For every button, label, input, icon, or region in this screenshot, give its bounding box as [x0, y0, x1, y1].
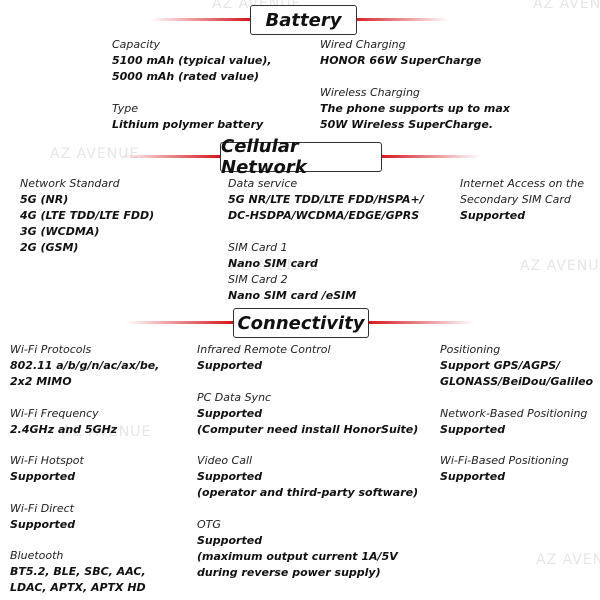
spec-value: The phone supports up to max — [320, 102, 510, 115]
spec-label: Type — [112, 102, 139, 115]
spec-value: during reverse power supply) — [197, 566, 381, 579]
section-title: Cellular Network — [221, 136, 307, 178]
spec-label: Secondary SIM Card — [460, 193, 571, 206]
header-rule-left — [125, 321, 233, 324]
spec-value: 2G (GSM) — [20, 241, 79, 254]
battery-type: Type Lithium polymer battery — [112, 101, 263, 133]
watermark: AZ AVENUE — [230, 258, 320, 274]
battery-section-header: Battery — [0, 2, 600, 38]
header-title-box: Battery — [250, 5, 357, 35]
spec-value: (Computer need install HonorSuite) — [197, 423, 419, 436]
watermark: AZ AVENUE — [62, 424, 152, 440]
watermark: AZ AVENUE — [536, 552, 600, 568]
header-rule-left — [120, 155, 220, 158]
spec-value: GLONASS/BeiDou/Galileo — [440, 375, 594, 388]
spec-value: LDAC, APTX, APTX HD — [10, 581, 146, 594]
spec-label: Video Call — [197, 454, 253, 467]
infrared-remote-control: Infrared Remote Control Supported — [197, 342, 331, 374]
spec-value: Supported — [197, 534, 263, 547]
spec-value: Support GPS/AGPS/ — [440, 359, 561, 372]
header-rule-right — [350, 18, 450, 21]
bluetooth: Bluetooth BT5.2, BLE, SBC, AAC, LDAC, AP… — [10, 548, 146, 596]
spec-value: Lithium polymer battery — [112, 118, 264, 131]
positioning: Positioning Support GPS/AGPS/ GLONASS/Be… — [440, 342, 593, 390]
battery-wired-charging: Wired Charging HONOR 66W SuperCharge — [320, 37, 481, 69]
header-title-box: Cellular Network — [220, 136, 382, 178]
spec-value: Supported — [197, 407, 263, 420]
spec-label: Wireless Charging — [320, 86, 420, 99]
spec-label: Wi-Fi Protocols — [10, 343, 92, 356]
header-rule-left — [150, 18, 250, 21]
spec-value: 5G NR/LTE TDD/LTE FDD/HSPA+/ — [228, 193, 424, 206]
spec-value: Supported — [440, 470, 506, 483]
spec-label: Wi-Fi Frequency — [10, 407, 99, 420]
spec-value: BT5.2, BLE, SBC, AAC, — [10, 565, 146, 578]
header-rule-right — [367, 321, 475, 324]
spec-label: Network-Based Positioning — [440, 407, 588, 420]
spec-value: Nano SIM card /eSIM — [228, 289, 357, 302]
spec-label: Network Standard — [20, 177, 120, 190]
spec-value: 5100 mAh (typical value), — [112, 54, 272, 67]
watermark: AZ AVENUE — [50, 146, 140, 162]
connectivity-section-header: Connectivity — [0, 305, 600, 341]
cellular-data-service: Data service 5G NR/LTE TDD/LTE FDD/HSPA+… — [228, 176, 424, 224]
spec-value: Supported — [460, 209, 526, 222]
wifi-frequency: Wi-Fi Frequency 2.4GHz and 5GHz — [10, 406, 117, 438]
watermark: AZ AVENUE — [533, 0, 600, 12]
spec-label: SIM Card 2 — [228, 273, 288, 286]
section-title: Battery — [265, 9, 342, 31]
spec-label: Bluetooth — [10, 549, 64, 562]
spec-label: Wi-Fi Hotspot — [10, 454, 84, 467]
header-title-box: Connectivity — [233, 308, 369, 338]
spec-value: 2x2 MIMO — [10, 375, 72, 388]
spec-value: 50W Wireless SuperCharge. — [320, 118, 493, 131]
spec-value: 2.4GHz and 5GHz — [10, 423, 118, 436]
spec-value: Supported — [10, 518, 76, 531]
spec-value: 802.11 a/b/g/n/ac/ax/be, — [10, 359, 160, 372]
spec-value: Supported — [440, 423, 506, 436]
watermark: AZ AVENUE — [520, 258, 600, 274]
wifi-protocols: Wi-Fi Protocols 802.11 a/b/g/n/ac/ax/be,… — [10, 342, 159, 390]
spec-value: (operator and third-party software) — [197, 486, 419, 499]
spec-value: 5000 mAh (rated value) — [112, 70, 260, 83]
cellular-sim-cards: SIM Card 1 Nano SIM card SIM Card 2 Nano… — [228, 240, 356, 304]
spec-value: Supported — [197, 359, 263, 372]
cellular-internet-access: Internet Access on the Secondary SIM Car… — [460, 176, 584, 224]
spec-value: 5G (NR) — [20, 193, 69, 206]
wifi-direct: Wi-Fi Direct Supported — [10, 501, 75, 533]
battery-wireless-charging: Wireless Charging The phone supports up … — [320, 85, 510, 133]
spec-label: Positioning — [440, 343, 501, 356]
wifi-hotspot: Wi-Fi Hotspot Supported — [10, 453, 84, 485]
spec-value: Supported — [197, 470, 263, 483]
spec-label: Wi-Fi Direct — [10, 502, 74, 515]
spec-label: PC Data Sync — [197, 391, 272, 404]
spec-value: (maximum output current 1A/5V — [197, 550, 398, 563]
spec-value: HONOR 66W SuperCharge — [320, 54, 482, 67]
cellular-section-header: Cellular Network — [0, 136, 600, 178]
spec-value: 3G (WCDMA) — [20, 225, 100, 238]
spec-label: OTG — [197, 518, 221, 531]
spec-label: Internet Access on the — [460, 177, 584, 190]
spec-value: DC-HSDPA/WCDMA/EDGE/GPRS — [228, 209, 420, 222]
wifi-based-positioning: Wi-Fi-Based Positioning Supported — [440, 453, 569, 485]
spec-label: Wi-Fi-Based Positioning — [440, 454, 569, 467]
pc-data-sync: PC Data Sync Supported (Computer need in… — [197, 390, 418, 438]
otg: OTG Supported (maximum output current 1A… — [197, 517, 398, 581]
cellular-network-standard: Network Standard 5G (NR) 4G (LTE TDD/LTE… — [20, 176, 154, 256]
section-title: Connectivity — [237, 312, 365, 334]
spec-label: Wired Charging — [320, 38, 406, 51]
header-rule-right — [380, 155, 480, 158]
network-based-positioning: Network-Based Positioning Supported — [440, 406, 587, 438]
spec-label: Infrared Remote Control — [197, 343, 331, 356]
spec-value: Nano SIM card — [228, 257, 318, 270]
spec-value: 4G (LTE TDD/LTE FDD) — [20, 209, 155, 222]
spec-label: Capacity — [112, 38, 161, 51]
spec-value: Supported — [10, 470, 76, 483]
video-call: Video Call Supported (operator and third… — [197, 453, 418, 501]
spec-label: SIM Card 1 — [228, 241, 288, 254]
spec-label: Data service — [228, 177, 298, 190]
battery-capacity: Capacity 5100 mAh (typical value), 5000 … — [112, 37, 272, 85]
